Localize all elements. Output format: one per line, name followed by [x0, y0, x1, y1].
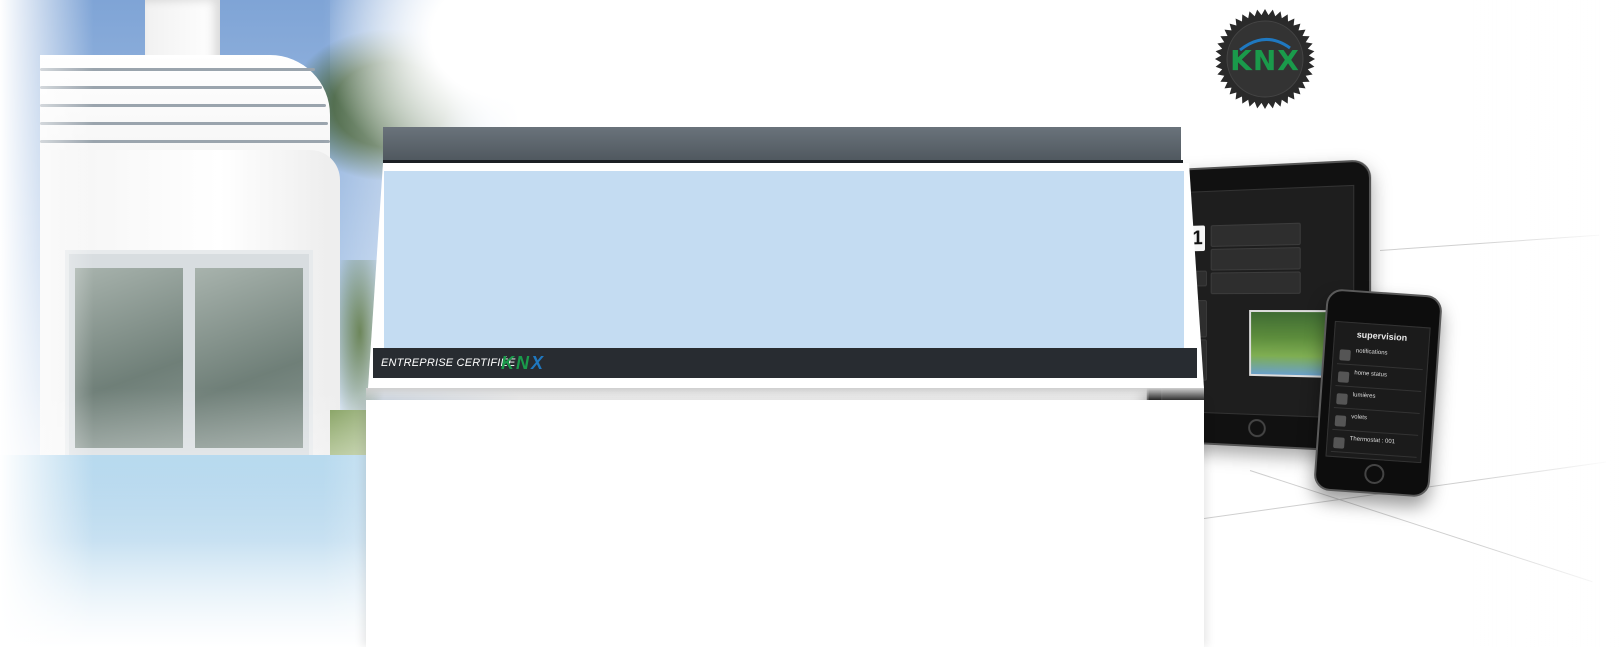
balcony-rail — [40, 68, 315, 71]
seal-text: KNX — [1230, 44, 1300, 77]
balcony-rail — [40, 86, 322, 89]
phone-list-item: Thermostat : 001 — [1330, 433, 1418, 458]
banner-shadow — [366, 388, 1204, 402]
banner-blue-area — [384, 171, 1184, 349]
phone-list-item: notifications — [1336, 346, 1424, 371]
phone-screen-title: supervision — [1356, 329, 1408, 343]
phone-screen: supervision notifications home status lu… — [1325, 320, 1431, 464]
scenes-tile — [1210, 271, 1301, 295]
balcony-rail — [40, 140, 330, 143]
balcony-rail — [40, 104, 326, 107]
phone-device: supervision notifications home status lu… — [1313, 288, 1443, 498]
phone-list-item: volets — [1332, 411, 1420, 436]
window-pane — [195, 268, 303, 448]
certification-bar: ENTREPRISE CERTIFIÉE KNX — [373, 348, 1197, 378]
content-area — [366, 400, 1204, 647]
certification-label: ENTREPRISE CERTIFIÉE — [381, 357, 516, 369]
floor-line — [1379, 234, 1600, 251]
home-button — [1363, 463, 1386, 485]
knx-logo-text: KNX — [501, 353, 546, 373]
window-pane — [75, 268, 183, 448]
status-tile — [1210, 222, 1301, 247]
balcony-rail — [40, 122, 328, 125]
knx-seal-logo: KNX — [1214, 8, 1316, 110]
phone-list-item: lumières — [1333, 390, 1421, 414]
phone-list-item: home status — [1335, 368, 1423, 393]
sliding-window — [65, 250, 313, 468]
home-button — [1247, 418, 1266, 438]
banner-lid — [383, 127, 1181, 163]
seal-badge-icon — [1215, 9, 1315, 109]
knx-logo: KNX — [501, 350, 545, 376]
status-tile — [1210, 247, 1301, 271]
